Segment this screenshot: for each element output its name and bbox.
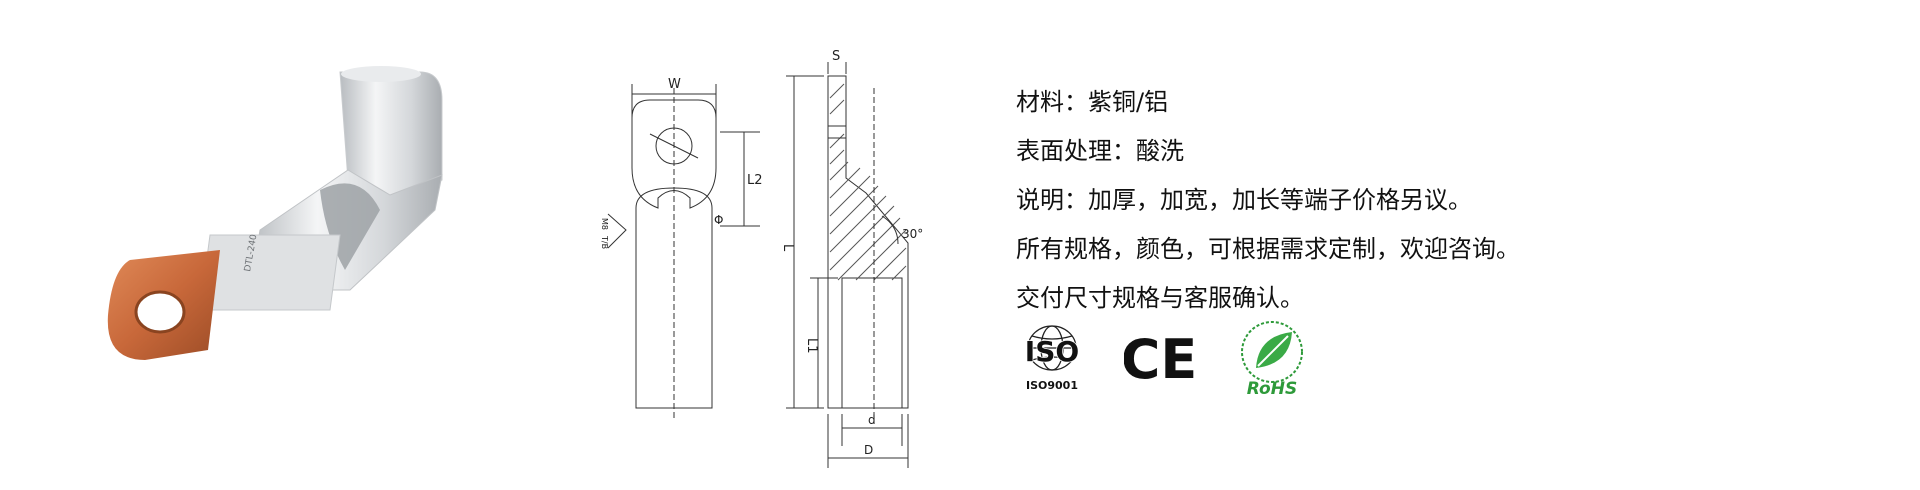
- dim-label-l1: L1: [804, 338, 819, 354]
- dim-label-l2: L2: [747, 173, 763, 188]
- iso-number: ISO9001: [1026, 379, 1078, 392]
- spec-surface-treatment: 表面处理：酸洗: [1016, 137, 1184, 165]
- dim-label-angle: 30°: [902, 227, 923, 241]
- dim-label-side-b: T/B: [600, 235, 609, 249]
- dim-label-d-outer: D: [864, 443, 873, 457]
- rohs-mark: RoHS: [1247, 379, 1297, 398]
- dim-label-phi: Φ: [714, 213, 723, 227]
- ce-logo: CE: [1124, 328, 1194, 388]
- dim-label-side-a: M8: [600, 218, 609, 230]
- certification-logos: ISO ISO9001 CE RoHS: [1012, 318, 1332, 398]
- spec-list: 材料：紫铜/铝 表面处理：酸洗 说明：加厚，加宽，加长等端子价格另议。 所有规格…: [1016, 78, 1520, 323]
- spec-note: 说明：加厚，加宽，加长等端子价格另议。: [1016, 186, 1472, 214]
- spec-delivery: 交付尺寸规格与客服确认。: [1016, 284, 1304, 312]
- ce-mark: CE: [1124, 328, 1194, 388]
- dim-label-l: L: [780, 244, 795, 252]
- spec-customization: 所有规格，颜色，可根据需求定制，欢迎咨询。: [1016, 235, 1520, 263]
- iso-mark: ISO: [1025, 335, 1079, 368]
- dim-label-w: W: [668, 77, 681, 92]
- rohs-logo: RoHS: [1241, 321, 1303, 398]
- product-photo: DTL-240: [107, 66, 443, 360]
- dim-label-s: S: [832, 49, 840, 64]
- dim-label-d-inner: d: [868, 413, 876, 427]
- technical-drawing: W L2 Φ M8 T/B S L L1 30° d D: [600, 49, 923, 468]
- spec-material: 材料：紫铜/铝: [1016, 88, 1169, 116]
- iso-logo: ISO ISO9001: [1024, 325, 1080, 392]
- palm-hole: [134, 290, 186, 334]
